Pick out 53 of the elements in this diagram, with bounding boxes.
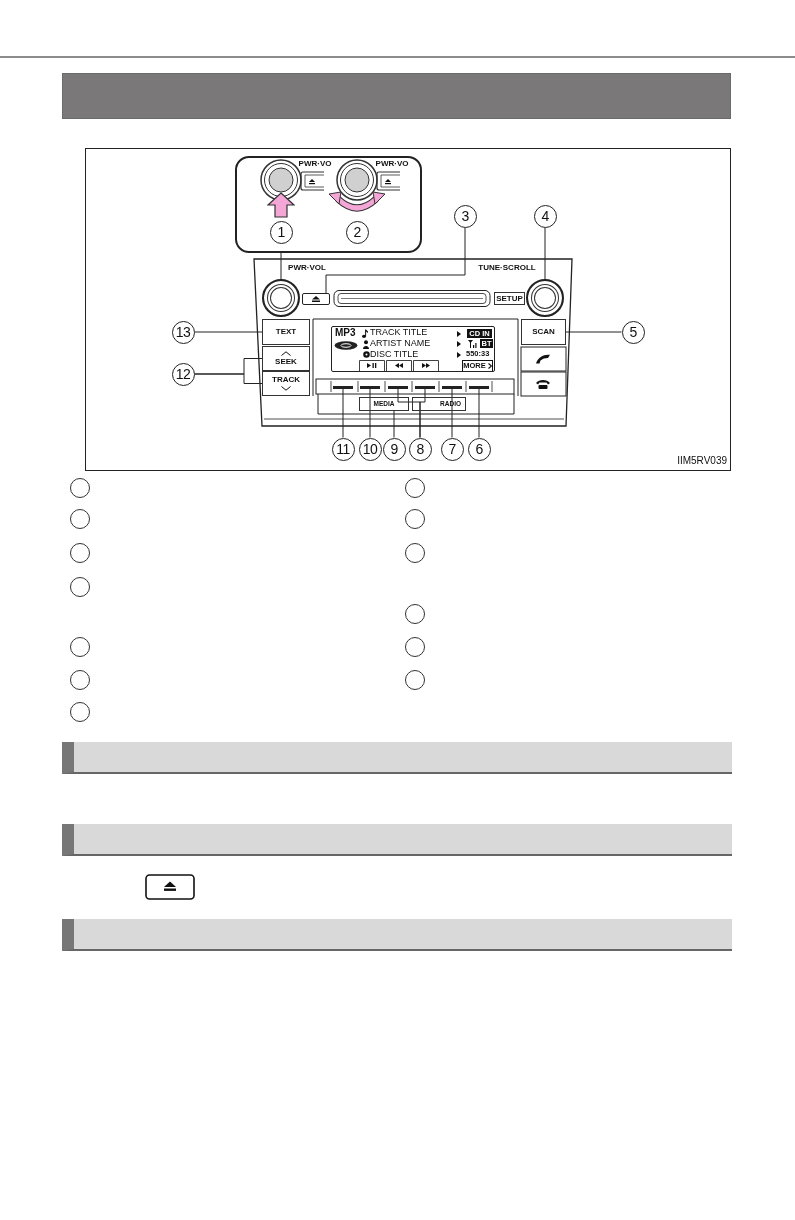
callout-number: 7 [440,437,464,461]
display-text: DISC TITLE [370,350,419,359]
track-button: TRACK [262,371,310,396]
setup-button: SETUP [494,292,525,305]
softkey-button [360,386,380,389]
leader-line [565,331,622,333]
callout-number: 8 [408,437,432,461]
callout-number: 2 [345,220,369,244]
softkey-button [333,386,353,389]
callout-number: 1 [269,220,293,244]
softkey-button [469,386,489,389]
callout-number: 12 [171,362,195,386]
eject-button [302,293,330,305]
callout-number: 5 [621,320,645,344]
section-heading-bar [62,742,732,774]
leader-line [369,388,371,438]
callout-number: 11 [331,437,355,461]
panel-label: PWR·VOL [288,264,326,272]
softkey-button [388,386,408,389]
display-text: TRACK TITLE [370,328,428,337]
leader-line [194,373,263,384]
leader-line [393,410,395,438]
callout-number: 9 [382,437,406,461]
callout-number: 4 [533,204,557,228]
leader-line [451,388,453,438]
callout-number: 10 [358,437,382,461]
seek-button: SEEK [262,346,310,371]
display-text: ARTIST NAME [370,339,431,348]
section-heading-bar [62,919,732,951]
softkey-button [442,386,462,389]
text-button: TEXT [262,319,310,345]
callout-number: 3 [453,204,477,228]
leader-line [342,388,344,438]
leader-line [194,331,263,333]
display-text: MP3 [335,328,356,338]
leader-line [419,388,426,438]
panel-label: PWR·VO [375,160,409,168]
figure-code: IIM5RV039 [677,456,727,466]
leader-line [280,252,282,280]
display-screen [331,326,495,372]
leader-line [544,227,546,280]
knob [526,279,564,317]
leader-line [325,227,466,294]
callout-number: 13 [171,320,195,344]
section-heading-bar [62,824,732,856]
panel-label: PWR·VO [298,160,332,168]
softkey-button [415,386,435,389]
callout-number: 6 [467,437,491,461]
leader-line [478,388,480,438]
title-bar [62,73,731,119]
knob [262,279,300,317]
scan-button: SCAN [521,319,566,345]
panel-label: TUNE·SCROLL [478,264,536,272]
